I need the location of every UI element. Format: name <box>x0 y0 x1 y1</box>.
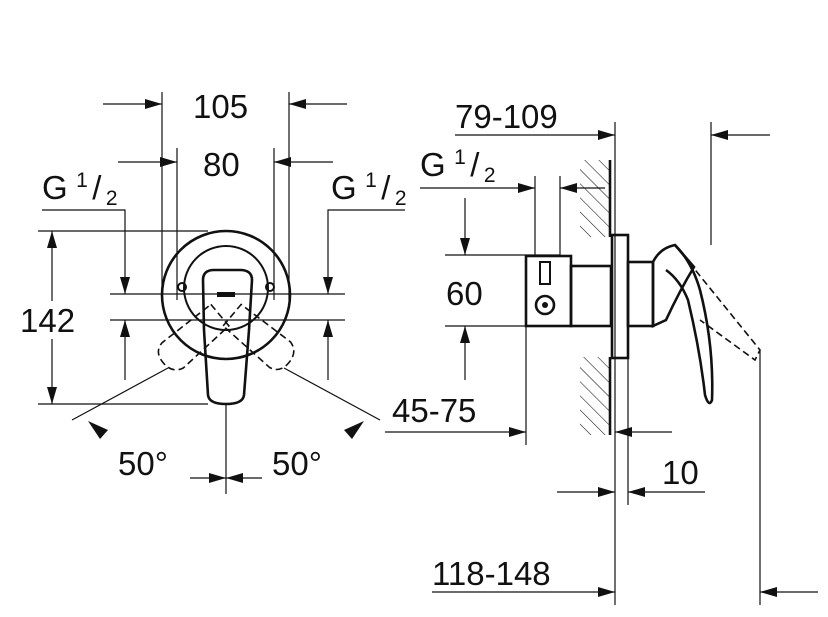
thread-right-label: G 1 / 2 <box>331 169 407 210</box>
connection-bottom <box>534 294 556 316</box>
dim-depth-range: 79-109 <box>455 98 558 135</box>
lever-handle <box>201 268 254 406</box>
side-view: 79-109 G 1 / 2 60 45-75 <box>385 98 818 605</box>
thread-left-label: G 1 / 2 <box>42 169 118 210</box>
dim-total-depth: 118-148 <box>432 555 551 592</box>
dim-connection-spacing: 60 <box>446 275 483 312</box>
side-lever-raised <box>674 244 761 362</box>
dim-inset-range: 45-75 <box>392 392 476 429</box>
dim-width-inner: 80 <box>203 146 240 183</box>
thread-side-label: G 1 / 2 <box>420 146 496 187</box>
front-view: 105 80 G 1 / 2 G 1 / 2 <box>18 88 407 494</box>
lever-position-right <box>222 303 295 371</box>
side-lever <box>651 243 696 329</box>
dim-height: 142 <box>20 302 75 339</box>
angle-left: 50° <box>118 445 168 482</box>
dim-width-overall: 105 <box>193 88 248 125</box>
dim-plate-thickness: 10 <box>662 454 699 491</box>
angle-right: 50° <box>272 445 322 482</box>
mount-screw-left <box>177 282 187 292</box>
valve-body <box>524 254 573 328</box>
cartridge-ring <box>183 245 269 331</box>
lever-position-left <box>157 303 230 371</box>
